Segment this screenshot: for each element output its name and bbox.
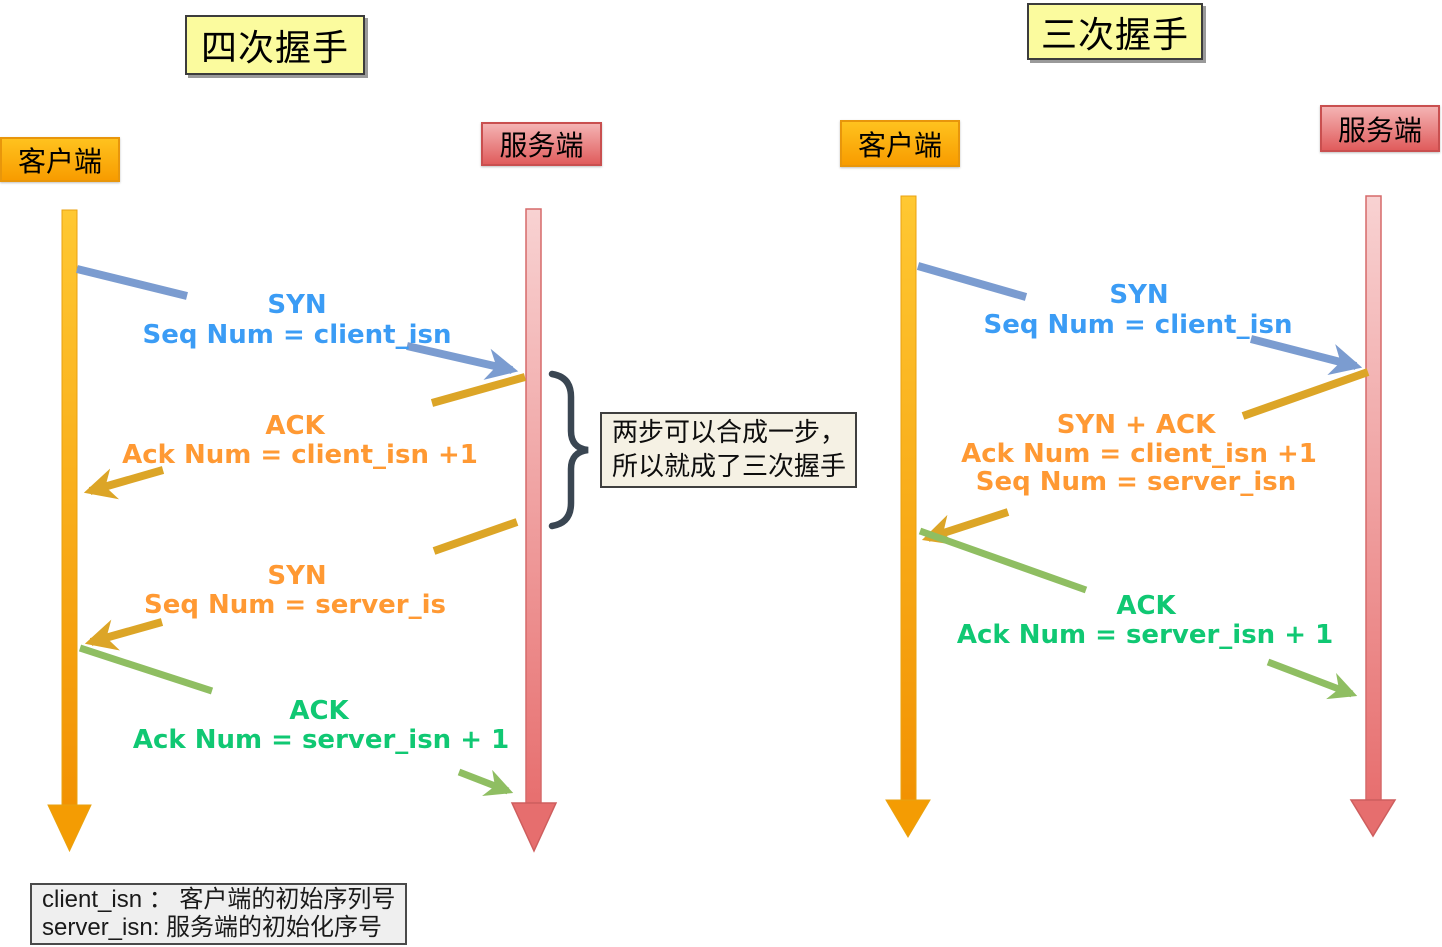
syn2-seq-label-left: Seq Num = server_is xyxy=(144,590,446,620)
synack-arrow-seg1-right xyxy=(1241,368,1370,420)
brace xyxy=(548,370,589,530)
merge-note-line1: 两步可以合成一步， xyxy=(612,418,847,448)
syn-seq-label-left: Seq Num = client_isn xyxy=(142,320,452,350)
syn2-label-left: SYN xyxy=(267,561,327,591)
ack-arrow-seg1-left xyxy=(430,373,527,407)
server-lifeline-left xyxy=(510,208,558,853)
title-four-way-handshake: 四次握手 xyxy=(185,15,365,75)
ack-label-left: ACK xyxy=(265,411,325,441)
server-label-left: 服务端 xyxy=(481,122,602,166)
merge-note-line2: 所以就成了三次握手 xyxy=(612,452,847,482)
ack-arrow-seg1-right xyxy=(918,527,1088,594)
isn-legend-box: client_isn ： 客户端的初始序列号 server_isn: 服务端的初… xyxy=(30,883,407,945)
client-label-left: 客户端 xyxy=(0,137,120,182)
ack-num-label-left: Ack Num = client_isn +1 xyxy=(122,440,478,470)
synack-arrow-seg2-right xyxy=(921,508,1010,546)
syn2-arrow-seg2-left xyxy=(84,618,164,651)
legend-server-isn: server_isn: 服务端的初始化序号 xyxy=(42,914,383,941)
syn-arrow-seg1-right xyxy=(916,262,1028,301)
ack2-num-label-left: Ack Num = server_isn + 1 xyxy=(132,725,510,755)
client-label-right: 客户端 xyxy=(840,120,960,167)
syn-seq-label-right: Seq Num = client_isn xyxy=(983,310,1293,340)
server-lifeline-right xyxy=(1349,195,1397,838)
client-lifeline-right xyxy=(885,195,931,838)
ack2-arrow-seg2-left xyxy=(457,768,514,796)
syn-arrow-seg1-left xyxy=(76,265,188,300)
client-lifeline-left xyxy=(47,209,92,853)
server-label-right: 服务端 xyxy=(1320,105,1440,152)
merge-note-box: 两步可以合成一步， 所以就成了三次握手 xyxy=(600,412,857,488)
syn2-arrow-seg1-left xyxy=(432,518,519,555)
syn-arrow-seg2-right xyxy=(1250,335,1363,376)
ack-label-right: ACK xyxy=(1116,591,1176,621)
ack2-label-left: ACK xyxy=(289,696,349,726)
syn-label-left: SYN xyxy=(267,290,327,320)
synack-label-right: SYN + ACK xyxy=(1056,410,1216,440)
ack-arrow-seg2-left xyxy=(83,466,165,500)
ack-num-label-right: Ack Num = server_isn + 1 xyxy=(956,620,1334,650)
syn-label-right: SYN xyxy=(1109,280,1169,310)
ack-arrow-seg2-right xyxy=(1266,658,1358,700)
syn-arrow-seg2-left xyxy=(406,342,519,380)
synack-seq-label-right: Seq Num = server_isn xyxy=(975,467,1297,497)
synack-ack-label-right: Ack Num = client_isn +1 xyxy=(961,439,1317,469)
ack2-arrow-seg1-left xyxy=(78,644,214,695)
title-three-way-handshake: 三次握手 xyxy=(1027,3,1203,60)
legend-client-isn: client_isn ： 客户端的初始序列号 xyxy=(42,886,396,913)
